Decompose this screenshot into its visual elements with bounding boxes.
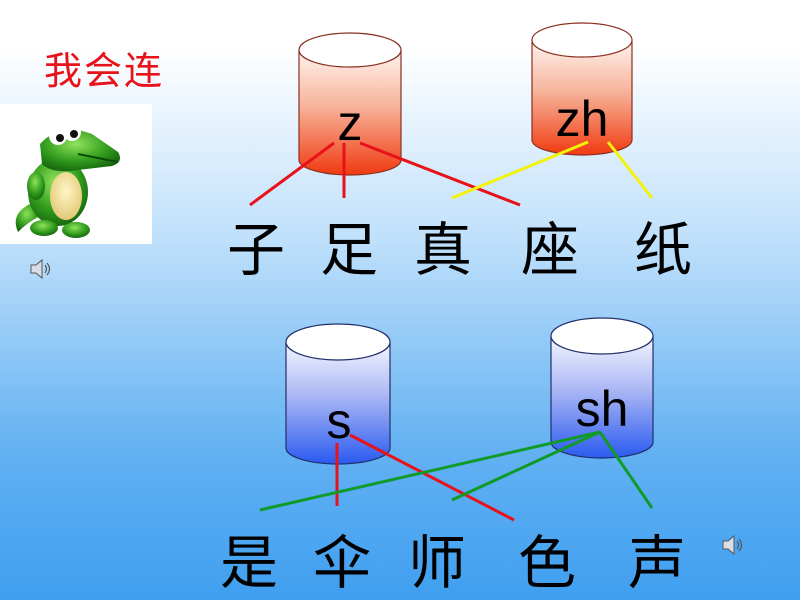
cylinder-sh [550,317,654,459]
alligator-mascot-icon [0,104,152,244]
character: 伞 [313,529,372,597]
connector-lines-sh [259,430,654,512]
character: 师 [408,529,467,597]
connector-lines-z [249,141,521,207]
character: 子 [227,216,286,284]
character: 足 [320,216,379,284]
initial-label: zh [555,91,609,147]
slide-title: 我会连 [44,49,165,93]
speaker-icon[interactable] [28,256,54,286]
character: 座 [521,216,580,284]
initial-label: z [337,95,363,151]
connector-lines-zh [451,140,654,200]
speaker-icon[interactable] [720,532,746,562]
character: 真 [414,216,473,284]
initial-label: s [326,393,352,449]
character: 纸 [634,216,693,284]
character: 声 [628,529,687,597]
character: 色 [518,529,577,597]
initial-label: sh [575,381,629,437]
character: 是 [220,529,279,597]
cylinder-zh [531,22,633,156]
connector-lines-s [335,433,515,522]
